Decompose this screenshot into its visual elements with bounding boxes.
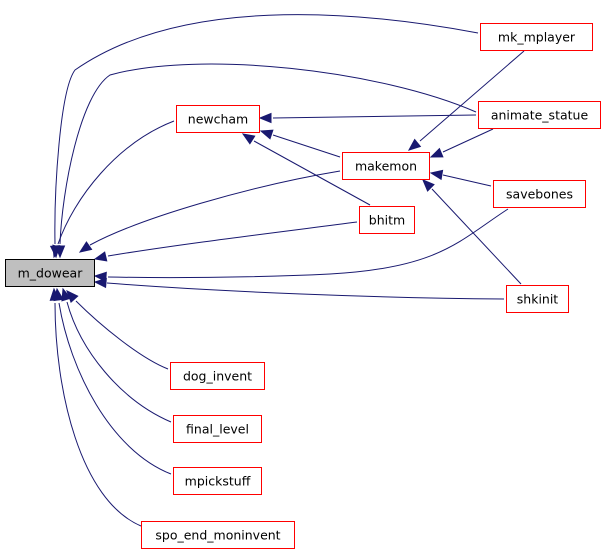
edge-bhitm-to-m_dowear [93,221,358,262]
edge-arrowhead [422,179,435,192]
edge-dog_invent-to-m_dowear [66,290,169,370]
node-label: final_level [186,422,249,437]
edge-line [431,188,522,285]
edge-line [442,174,492,187]
node-label: m_dowear [18,266,84,281]
node-box [359,206,415,234]
edge-arrowhead [429,147,444,158]
edge-line [75,300,169,370]
edge-line [106,282,505,300]
node-spo-end-moninvent[interactable]: spo_end_moninvent [141,521,295,549]
node-box [176,105,260,133]
edge-animate_statue-to-newcham [258,112,477,124]
edge-makemon-to-m_dowear [78,170,341,253]
node-final-level[interactable]: final_level [173,415,262,443]
edge-line [66,301,172,423]
edge-arrowhead [407,138,422,151]
edge-spo_end_moninvent-to-m_dowear [49,287,142,527]
edge-line [272,114,477,119]
node-box [5,259,95,287]
node-label: animate_statue [491,108,589,123]
node-box [170,362,265,390]
edge-line [107,221,358,257]
edge-newcham-to-m_dowear [52,120,175,259]
edge-arrowhead [429,169,444,181]
node-box [506,285,569,313]
edge-line [419,50,525,142]
node-label: bhitm [369,213,405,228]
node-box [173,415,262,443]
edge-arrowhead [259,129,274,140]
edge-makemon-to-newcham [259,129,341,158]
edge-line [54,302,142,527]
node-label: mpickstuff [185,474,251,489]
node-m-dowear: m_dowear [5,259,95,287]
edges [49,14,525,527]
edge-arrowhead [93,277,107,289]
edge-animate_statue-to-m_dowear [54,63,477,259]
edge-shkinit-to-m_dowear [93,277,505,300]
edge-line [253,140,371,206]
edge-mk_mplayer-to-makemon [407,50,525,151]
edge-line [107,208,509,279]
node-mk-mplayer[interactable]: mk_mplayer [480,23,593,51]
node-dog-invent[interactable]: dog_invent [170,362,265,390]
edge-savebones-to-makemon [429,169,492,187]
edge-arrowhead [78,241,93,253]
node-box [493,180,586,208]
node-label: shkinit [517,292,559,307]
node-savebones[interactable]: savebones [493,180,586,208]
edge-bhitm-to-newcham [241,133,371,206]
edge-line [58,302,172,475]
edge-line [442,128,494,153]
node-newcham[interactable]: newcham [176,105,260,133]
node-mpickstuff[interactable]: mpickstuff [173,467,262,495]
node-shkinit[interactable]: shkinit [506,285,569,313]
node-label: makemon [355,159,417,174]
nodes: m_dowear newcham makemon bhitm mk_mplayerani… [5,23,601,549]
node-box [478,101,601,129]
node-animate-statue[interactable]: animate_statue [478,101,601,129]
node-box [342,152,430,180]
node-label: newcham [188,112,248,127]
node-box [480,23,593,51]
edge-line [57,120,175,245]
node-label: mk_mplayer [498,30,576,45]
edge-savebones-to-m_dowear [93,208,509,283]
edge-line [59,63,477,245]
node-label: dog_invent [183,369,252,384]
node-box [173,467,262,495]
node-label: savebones [506,187,573,202]
edge-final_level-to-m_dowear [61,287,172,423]
edge-animate_statue-to-makemon [429,128,494,158]
edge-arrowhead [54,245,66,259]
node-box [141,521,295,549]
node-label: spo_end_moninvent [155,528,280,543]
edge-arrowhead [93,251,108,262]
edge-line [89,170,341,246]
node-bhitm[interactable]: bhitm [359,206,415,234]
edge-arrowhead [258,112,272,124]
edge-arrowhead [61,287,72,302]
edge-arrowhead [49,287,61,301]
edge-arrowhead [241,133,256,145]
node-makemon[interactable]: makemon [342,152,430,180]
edge-shkinit-to-makemon [422,179,522,285]
edge-line [54,14,479,245]
edge-line [272,134,341,158]
